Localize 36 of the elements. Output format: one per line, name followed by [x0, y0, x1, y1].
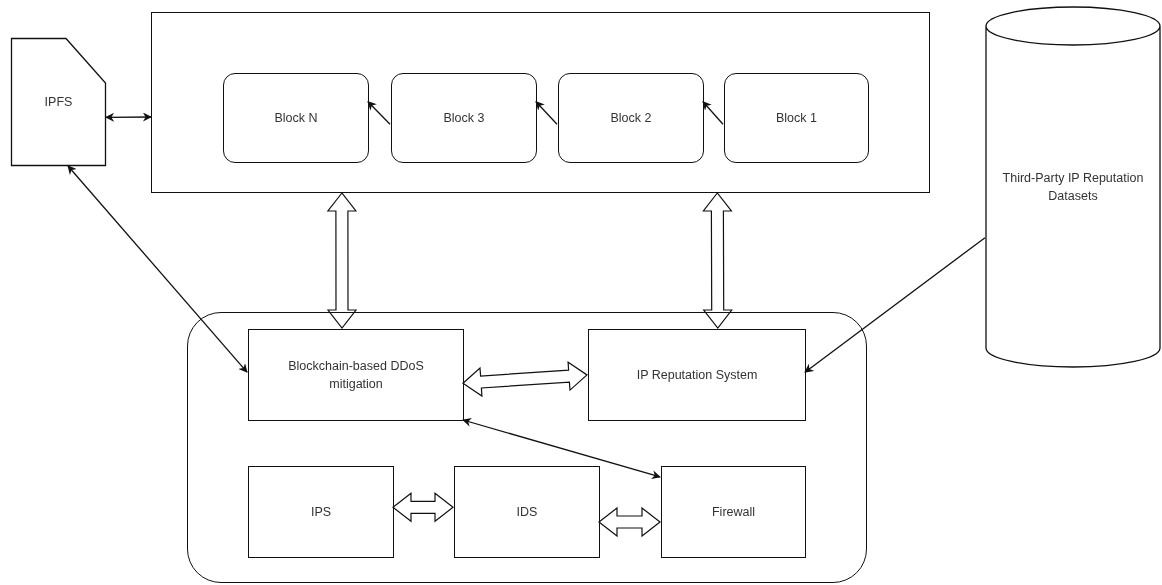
node-label: Firewall: [710, 503, 757, 521]
process-box: [661, 466, 806, 558]
node-label: Block 2: [609, 109, 653, 127]
arrow: [702, 101, 724, 125]
node-label: IPS: [309, 503, 333, 521]
arrow: [535, 101, 558, 125]
node-label: Block 1: [775, 109, 818, 127]
node-label: IPFS: [43, 93, 74, 111]
process-box: [248, 329, 464, 421]
database-cylinder: [985, 6, 1161, 368]
document-shape: [11, 38, 106, 166]
double-arrow: [392, 492, 454, 523]
node-label: Block N: [273, 109, 319, 127]
arrow: [804, 237, 986, 373]
process-box: [588, 329, 806, 421]
arrow: [367, 101, 391, 125]
double-arrow: [702, 192, 733, 329]
process-box: [248, 466, 394, 558]
process-box: [151, 12, 930, 193]
arrow: [67, 165, 248, 373]
block-box: [558, 73, 704, 163]
block-box: [724, 73, 869, 163]
node-label: Block 3: [442, 109, 486, 127]
arrow: [105, 112, 152, 122]
double-arrow: [326, 192, 358, 329]
arrow: [462, 417, 661, 480]
process-box: [454, 466, 600, 558]
node-label: Blockchain-based DDoS mitigation: [287, 357, 425, 393]
container-box: [187, 312, 867, 583]
node-label: IDS: [515, 503, 539, 521]
block-box: [223, 73, 369, 163]
node-label: Third-Party IP Reputation Datasets: [1001, 169, 1145, 205]
double-arrow: [598, 506, 661, 538]
double-arrow: [462, 361, 588, 398]
block-box: [391, 73, 537, 163]
node-label: IP Reputation System: [635, 366, 759, 384]
